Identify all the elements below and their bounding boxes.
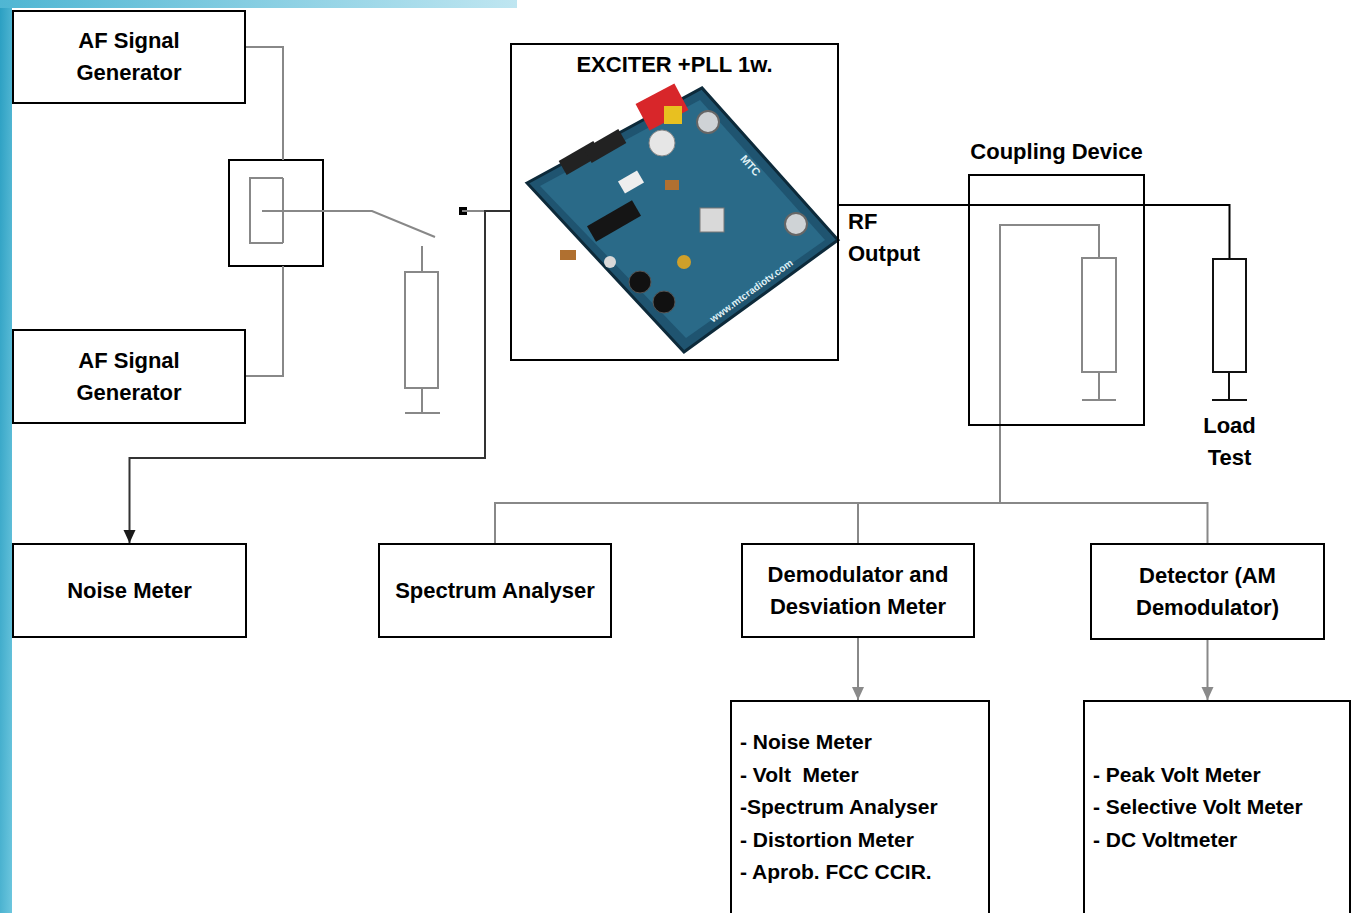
box-label: Coupling Device xyxy=(970,136,1142,168)
list-item: - Aprob. FCC CCIR. xyxy=(740,856,932,889)
connector xyxy=(1000,426,1208,543)
list-item: - DC Voltmeter xyxy=(1093,824,1237,857)
box-label: Spectrum Analyser xyxy=(395,575,595,607)
list-item: - Selective Volt Meter xyxy=(1093,791,1303,824)
port-label: RF Output xyxy=(848,206,943,270)
coupling-device-box: Coupling Device xyxy=(968,174,1145,426)
switch-symbol xyxy=(323,207,467,237)
box-label: Noise Meter xyxy=(67,575,192,607)
box-label: AF Signal Generator xyxy=(49,25,209,89)
box-label: EXCITER +PLL 1w. xyxy=(576,49,772,81)
list-item: - Peak Volt Meter xyxy=(1093,759,1261,792)
instrument-list: - Noise Meter- Volt Meter-Spectrum Analy… xyxy=(730,700,990,913)
list-item: -Spectrum Analyser xyxy=(740,791,938,824)
connector xyxy=(495,426,1000,543)
list-item: - Distortion Meter xyxy=(740,824,914,857)
ground-symbol xyxy=(1212,372,1247,400)
connector xyxy=(246,47,510,211)
load-resistor: Load Test xyxy=(1212,258,1247,373)
instrument-box: Spectrum Analyser xyxy=(378,543,612,638)
signal-generator-box: AF Signal Generator xyxy=(12,10,246,104)
connector xyxy=(857,638,859,700)
connector xyxy=(858,426,1000,543)
box-label: Demodulator and Desviation Meter xyxy=(751,559,965,623)
box-label: Load Test xyxy=(1195,410,1265,474)
instrument-box: Detector (AM Demodulator) xyxy=(1090,543,1325,640)
list-item: - Noise Meter xyxy=(740,726,872,759)
exciter-box: EXCITER +PLL 1w. xyxy=(510,43,839,361)
resistor-symbol xyxy=(405,246,440,413)
combiner-symbol xyxy=(229,160,323,266)
pcb-illustration xyxy=(527,83,838,352)
side-band xyxy=(0,0,12,913)
connector xyxy=(1207,640,1209,700)
box-label: AF Signal Generator xyxy=(49,345,209,409)
connector xyxy=(246,211,510,376)
top-band xyxy=(0,0,517,8)
box-label: Detector (AM Demodulator) xyxy=(1100,560,1315,624)
instrument-box: Noise Meter xyxy=(12,543,247,638)
signal-generator-box: AF Signal Generator xyxy=(12,329,246,424)
instrument-box: Demodulator and Desviation Meter xyxy=(741,543,975,638)
list-item: - Volt Meter xyxy=(740,759,859,792)
coupling-resistor xyxy=(1000,225,1116,425)
instrument-list: - Peak Volt Meter- Selective Volt Meter-… xyxy=(1083,700,1351,913)
